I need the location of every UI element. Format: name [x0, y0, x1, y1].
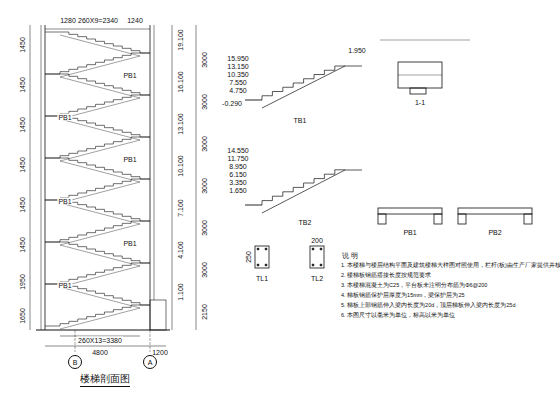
dimension-label: 4800 [91, 349, 109, 356]
dimension-label: 1280 [59, 17, 77, 24]
axis-bubble: B [68, 355, 82, 369]
dimension-label: 16.100 [177, 70, 184, 93]
dimension-label: 15.950 [226, 55, 249, 62]
dimension-label: 3000 [201, 51, 208, 69]
dimension-label: 3000 [201, 219, 208, 237]
note-text: 6. 本图尺寸以毫米为单位，标高以米为单位 [340, 313, 456, 319]
dimension-label: 11.750 [227, 155, 250, 162]
dimension-label: PB1 [57, 282, 72, 289]
dimension-label: 1450 [19, 76, 26, 94]
drawing-title: 楼梯剖面图 [80, 372, 130, 387]
dimension-label: TL1 [255, 275, 269, 282]
dimension-label: 1.650 [228, 187, 248, 194]
dimension-label: 10.350 [226, 71, 249, 78]
dimension-label: 1-1 [414, 99, 426, 106]
dimension-label: 4.750 [228, 87, 248, 94]
dimension-label: 3000 [201, 93, 208, 111]
dimension-label: -0.290 [221, 100, 243, 107]
dimension-label: 1450 [19, 36, 26, 54]
dimension-label: 6.150 [228, 171, 248, 178]
note-text: 3. 本楼梯混凝土为C25，平台板未注明分布筋为Φ6@200 [340, 283, 488, 289]
axis-letter: A [148, 359, 153, 366]
dimension-label: PB1 [57, 114, 72, 121]
dimension-label: 1200 [151, 349, 169, 356]
dimension-label: 14.550 [226, 147, 249, 154]
dimension-label: 1650 [19, 307, 26, 325]
axis-letter: B [73, 359, 78, 366]
dimension-label: 1.950 [347, 47, 367, 54]
dimension-label: 1.100 [177, 282, 184, 302]
dimension-label: 1450 [19, 116, 26, 134]
dimension-label: PB1 [122, 156, 137, 163]
dimension-label: 1450 [19, 196, 26, 214]
note-text: 5. 梯板上部钢筋伸入梁内长度为20d，顶层梯板伸入梁内长度为25d [340, 303, 516, 309]
note-text: 2. 楼梯板钢筋搭接长度按规范要求 [340, 273, 432, 279]
dimension-label: 1240 [126, 17, 144, 24]
dimension-label: PB1 [402, 229, 417, 236]
dimension-label: PB2 [487, 229, 502, 236]
dimension-label: 1950 [19, 273, 26, 291]
dimension-label: PB1 [57, 198, 72, 205]
dimension-label: 4.100 [177, 240, 184, 260]
note-text: 1. 本楼梯与楼层结构平面及建筑楼梯大样图对照使用，栏杆(板)由生产厂家提供并核… [340, 263, 560, 269]
dimension-label: 8.950 [228, 163, 248, 170]
dimension-label: 1450 [19, 156, 26, 174]
dimension-label: 7.100 [177, 198, 184, 218]
dimension-label: 3000 [201, 177, 208, 195]
dimension-label: 13.150 [226, 63, 249, 70]
dimension-label: 3.350 [228, 179, 248, 186]
dimension-label: 250 [245, 250, 252, 264]
dimension-label: 3000 [201, 261, 208, 279]
dimension-label: 1450 [19, 236, 26, 254]
dimension-label: 260X13=3380 [77, 337, 123, 344]
dimension-label: TB2 [298, 219, 313, 226]
dimension-label: 13.100 [177, 112, 184, 135]
axis-bubble: A [143, 355, 157, 369]
dimension-label: 7.550 [228, 79, 248, 86]
dimension-label: 260X9=2340 [77, 17, 119, 24]
dimension-label: 19.100 [177, 28, 184, 51]
dimension-label: 10.100 [177, 154, 184, 177]
dimension-label: TB1 [293, 117, 308, 124]
dimension-label: 2150 [201, 303, 208, 321]
dimension-label: 说 明 [341, 252, 359, 259]
dimension-label: 200 [310, 237, 324, 244]
dimension-label: PB1 [122, 72, 137, 79]
dimension-label: TL2 [310, 275, 324, 282]
dimension-label: 3000 [201, 135, 208, 153]
dimension-label: PB1 [122, 240, 137, 247]
note-text: 4. 梯板钢筋保护层厚度为15mm，梁保护层为25 [340, 293, 466, 299]
